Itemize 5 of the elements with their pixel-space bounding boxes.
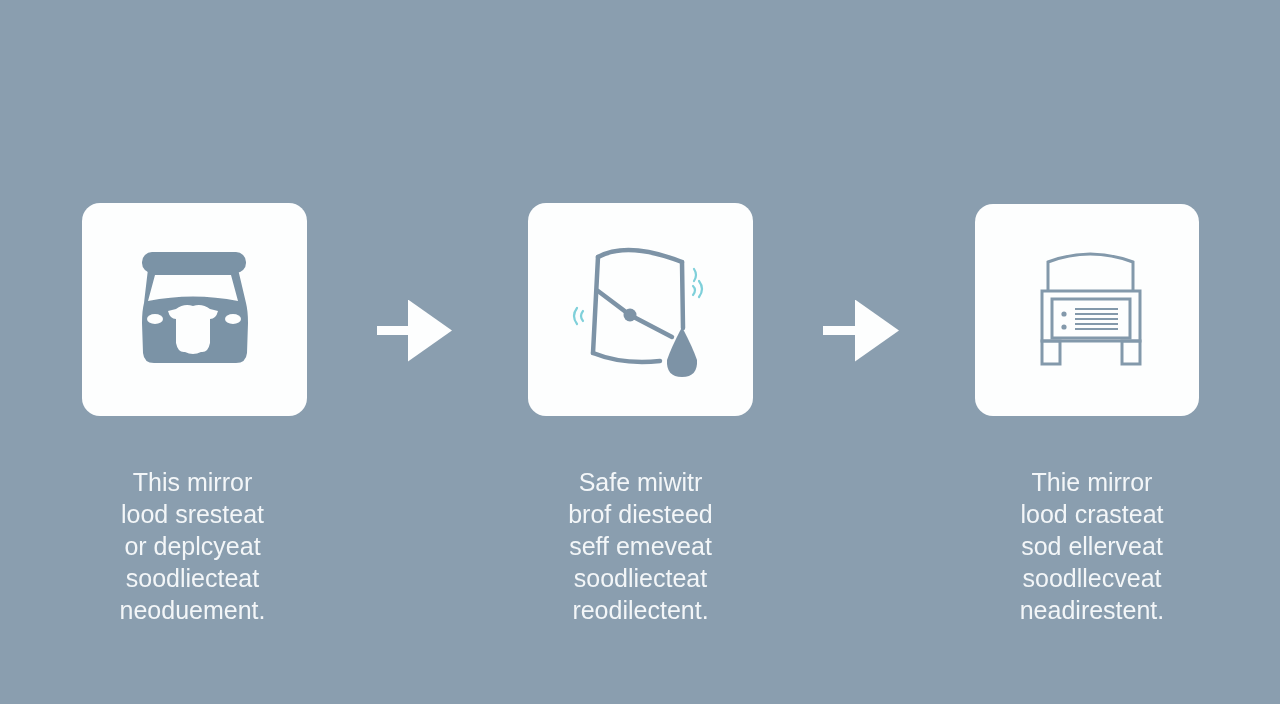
- step-description: Safe miwitr brof diesteed seff emeveat soodliecteat reodilectent.: [567, 467, 714, 626]
- arrow: [377, 299, 452, 362]
- arrow: [823, 299, 899, 362]
- step-description: This mirror lood sresteat or deplcyeat soodliecteat neoduement.: [118, 467, 267, 626]
- step-description: Thie mirror lood crasteat sod ellerveat soodllecveat neadirestent.: [1018, 467, 1166, 626]
